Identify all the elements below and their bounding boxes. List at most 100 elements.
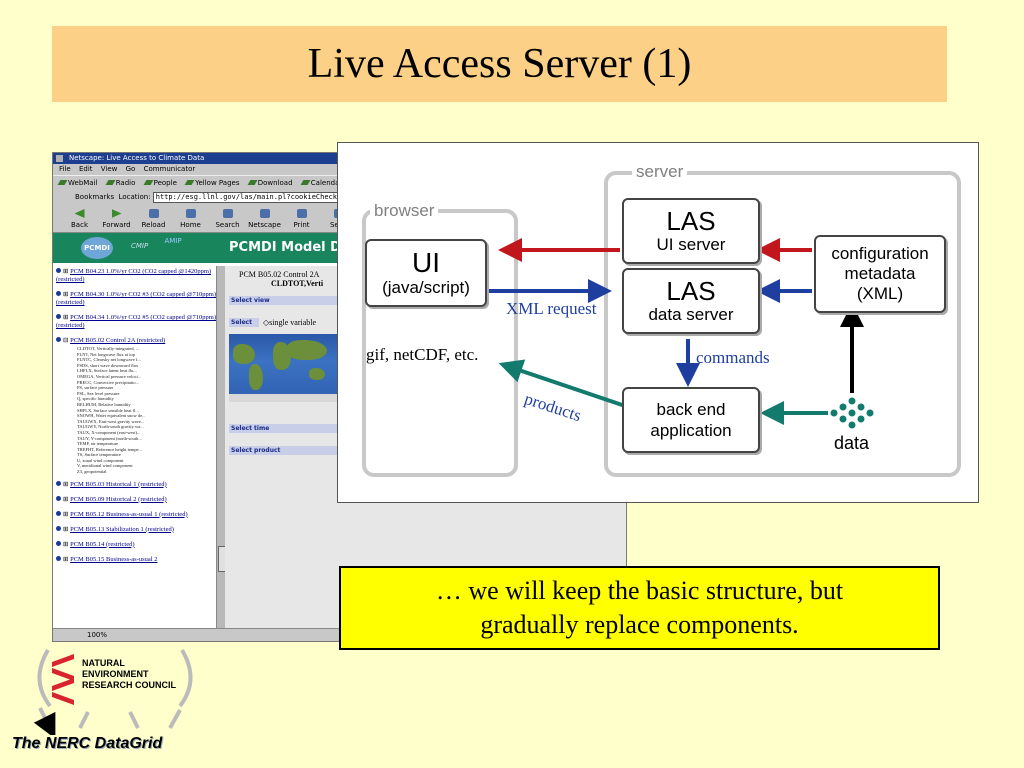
dataset-link[interactable]: PCM B05.14 (restricted) <box>70 540 135 548</box>
variable-item[interactable]: TREFHT, Reference height tempe... <box>77 446 143 452</box>
location-input[interactable]: http://esg.llnl.gov/las/main.pl?cookieCh… <box>152 191 359 203</box>
menu-go[interactable]: Go <box>125 165 136 173</box>
las-data-server-box: LAS data server <box>622 268 760 334</box>
dataset-link[interactable]: PCM B05.15 Business-as-usual 2 <box>70 555 158 563</box>
variable-item[interactable]: OMEGA, Vertical pressure veloci... <box>77 373 142 379</box>
info-icon[interactable] <box>56 510 61 516</box>
variable-item[interactable]: TAUY, Y-component (north-south... <box>77 435 142 441</box>
dataset-list: ⊞ PCM B04.23 1.0%/yr CO2 (CO2 capped @14… <box>53 266 219 628</box>
reload-button[interactable]: Reload <box>135 209 172 232</box>
dataset-link[interactable]: PCM B05.09 Historical 2 (restricted) <box>70 495 167 503</box>
variable-item[interactable]: TEMP, air temperature <box>77 441 119 447</box>
info-icon[interactable] <box>56 480 61 486</box>
toolbar-download[interactable]: Download <box>249 179 293 187</box>
dataset-link[interactable]: PCM B04.30 1.0%/yr CO2 #3 (CO2 capped @7… <box>56 291 216 306</box>
print-button[interactable]: Print <box>283 209 320 232</box>
search-button[interactable]: Search <box>209 209 246 232</box>
slide-title: Live Access Server (1) <box>307 41 692 87</box>
banner-title: PCMDI Model Dat <box>229 240 356 255</box>
list-item: ⊟ PCM B05.02 Control 2A (restricted) <box>56 337 216 345</box>
amip-logo[interactable]: AMIP <box>164 237 182 245</box>
variable-heading: CLDTOT,Verti <box>271 279 324 288</box>
menu-view[interactable]: View <box>100 165 118 173</box>
variable-item[interactable]: SNOWH, Water equivalent snow de... <box>77 413 146 419</box>
config-line3: (XML) <box>856 284 904 303</box>
variable-item[interactable]: PSL, Sea level pressure <box>77 390 120 396</box>
dataset-link[interactable]: PCM B05.02 Control 2A (restricted) <box>70 337 166 344</box>
variable-item[interactable]: Q, specific humidity <box>77 396 114 402</box>
menu-file[interactable]: File <box>59 165 71 173</box>
las-ui-title: LAS <box>666 206 716 236</box>
variable-item[interactable]: PRECC, Convective precipitatio... <box>77 379 139 385</box>
variable-item[interactable]: CLDTOT, Vertically-integrated, ... <box>77 346 140 351</box>
variable-item[interactable]: FLNT, Net longwave flux at top <box>77 351 135 357</box>
variable-item[interactable]: FLNTC, Clearsky net longwave f... <box>77 357 141 363</box>
data-label: data <box>834 433 870 453</box>
window-menu-icon[interactable] <box>56 155 63 162</box>
dataset-scrollbar[interactable] <box>216 266 226 628</box>
note-line2: gradually replace components. <box>480 610 799 639</box>
list-item: ⊞ PCM B05.15 Business-as-usual 2 <box>56 555 216 564</box>
variable-item[interactable]: TAUX, X-component (east-west)... <box>77 429 141 435</box>
browser-window-title: Netscape: Live Access to Climate Data <box>69 154 205 162</box>
variable-item[interactable]: PS, surface pressure <box>77 385 114 391</box>
menu-communicator[interactable]: Communicator <box>143 165 196 173</box>
slide-title-bar: Live Access Server (1) <box>52 26 947 102</box>
select-label: Select <box>229 318 259 327</box>
single-variable-radio[interactable]: ◇single variable <box>263 318 317 327</box>
variable-item[interactable]: LHFLX, Surface latent heat flu... <box>77 368 137 374</box>
ui-subtitle: (java/script) <box>382 278 470 297</box>
browser-group <box>362 209 518 477</box>
variable-item[interactable]: TAUGWX, East-west gravity wave... <box>77 418 145 424</box>
server-group <box>604 171 961 477</box>
info-icon[interactable] <box>56 291 61 296</box>
server-group-label: server <box>632 162 688 182</box>
toolbar-yellow-pages[interactable]: Yellow Pages <box>186 179 239 187</box>
nerc-line3: RESEARCH COUNCIL <box>82 680 177 690</box>
pcmdi-logo[interactable]: PCMDI <box>81 237 113 259</box>
home-button[interactable]: Home <box>172 209 209 232</box>
info-icon[interactable] <box>56 314 61 319</box>
info-icon[interactable] <box>56 495 61 501</box>
list-item: ⊞ PCM B04.34 1.0%/yr CO2 #5 (CO2 capped … <box>56 314 216 329</box>
nerc-wordmark: NATURAL ENVIRONMENT RESEARCH COUNCIL <box>82 658 176 691</box>
variable-item[interactable]: SHFLX, Surface sensible heat fl... <box>77 407 139 413</box>
las-data-subtitle: data server <box>648 305 734 324</box>
region-map[interactable] <box>229 334 339 402</box>
info-icon[interactable] <box>56 555 61 561</box>
dataset-heading-title: PCM B05.02 Control 2A <box>239 270 320 279</box>
cmip-logo[interactable]: CMIP <box>131 242 149 250</box>
variable-item[interactable]: TAUGWY, North-south gravity wa... <box>77 424 144 430</box>
toolbar-webmail[interactable]: WebMail <box>59 179 97 187</box>
toolbar-radio[interactable]: Radio <box>107 179 136 187</box>
variable-item[interactable]: FSDS, short wave downward flux <box>77 362 139 368</box>
dataset-link[interactable]: PCM B05.13 Stabilization 1 (restricted) <box>70 525 174 533</box>
nerc-logo-graphic <box>33 648 193 735</box>
backend-line2: application <box>650 421 732 440</box>
dataset-link[interactable]: PCM B05.12 Business-as-usual 1 (restrict… <box>70 510 188 518</box>
variable-item[interactable]: V, meridional wind component <box>77 463 133 469</box>
back-button[interactable]: Back <box>61 209 98 232</box>
dataset-link[interactable]: PCM B05.03 Historical 1 (restricted) <box>70 480 167 488</box>
dataset-link[interactable]: PCM B04.23 1.0%/yr CO2 (CO2 capped @1420… <box>56 268 212 283</box>
forward-button[interactable]: Forward <box>98 209 135 232</box>
xml-request-label: XML request <box>506 299 597 318</box>
variable-item[interactable]: Z3, geopotential <box>77 469 107 475</box>
toolbar-calendar[interactable]: Calendar <box>302 179 342 187</box>
variable-item[interactable]: TS, Surface temperature <box>77 452 121 458</box>
dataset-link[interactable]: PCM B04.34 1.0%/yr CO2 #5 (CO2 capped @7… <box>56 314 216 329</box>
bookmarks-button[interactable]: Bookmarks <box>75 193 115 201</box>
backend-app-box: back end application <box>622 387 760 453</box>
las-ui-subtitle: UI server <box>656 235 726 254</box>
variable-item[interactable]: RELHUM, Relative humidity <box>77 401 131 407</box>
info-icon[interactable] <box>56 540 61 546</box>
variable-item[interactable]: U, zonal wind component <box>77 457 124 463</box>
info-icon[interactable] <box>56 525 61 531</box>
menu-edit[interactable]: Edit <box>78 165 93 173</box>
toolbar-people[interactable]: People <box>145 179 177 187</box>
note-line1: … we will keep the basic structure, but <box>435 576 844 605</box>
nerc-line2: ENVIRONMENT <box>82 669 149 679</box>
netscape-button[interactable]: Netscape <box>246 209 283 232</box>
info-icon[interactable] <box>56 337 61 342</box>
info-icon[interactable] <box>56 268 61 273</box>
